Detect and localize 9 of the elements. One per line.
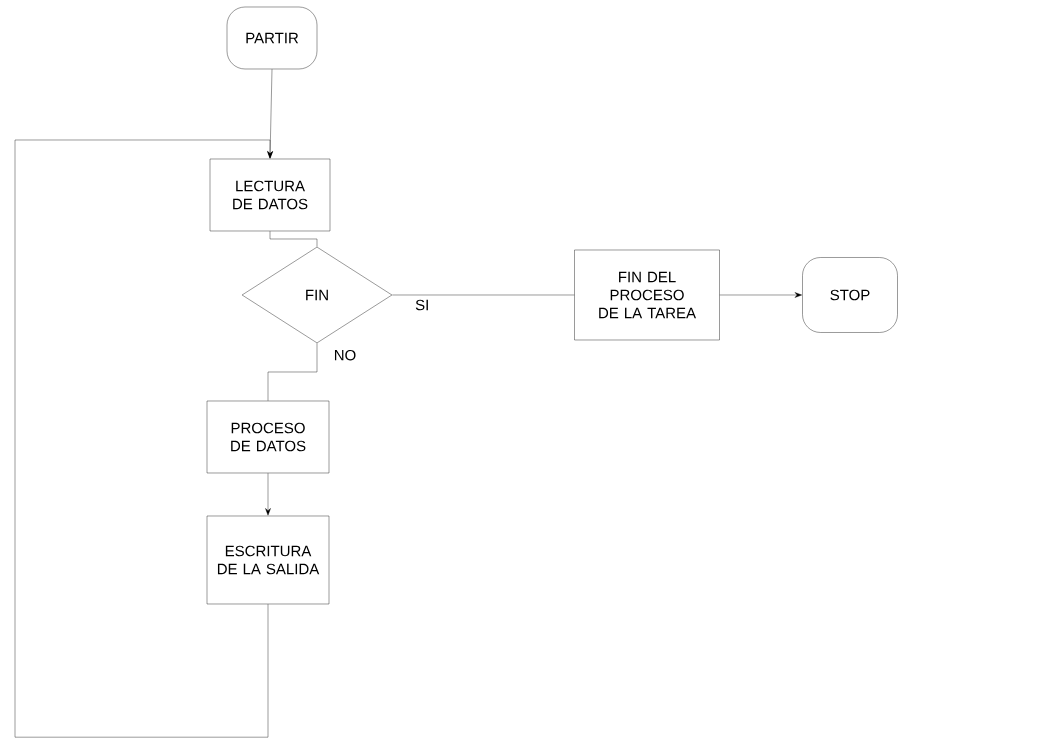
arrow — [265, 473, 271, 516]
process-box: LECTURA DE DATOS — [209, 158, 331, 232]
process-box: PROCESO DE DATOS — [206, 400, 330, 474]
process-box: FIN DEL PROCESO DE LA TAREA — [574, 249, 720, 341]
process-box: ESCRITURA DE LA SALIDA — [206, 515, 330, 605]
edge-label: NO — [332, 348, 358, 362]
arrow — [719, 292, 802, 298]
arrow — [14, 139, 273, 738]
edge-label: SI — [414, 298, 431, 312]
